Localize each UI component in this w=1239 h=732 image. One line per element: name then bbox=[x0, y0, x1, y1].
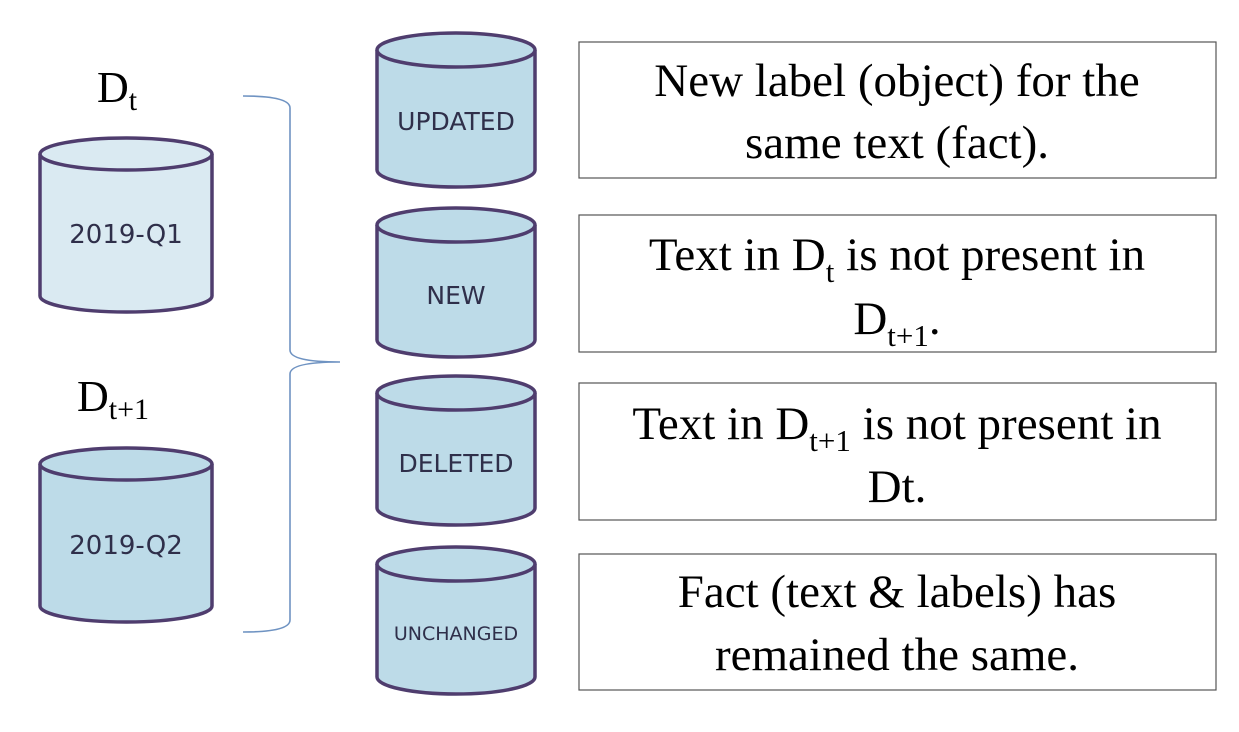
description-line: Fact (text & labels) has bbox=[678, 566, 1117, 618]
description-line: Dt+1. bbox=[853, 293, 940, 353]
category-deleted-label: DELETED bbox=[398, 449, 513, 478]
description-line: remained the same. bbox=[715, 629, 1079, 681]
category-updated-description: New label (object) for the same text (fac… bbox=[654, 55, 1139, 169]
category-updated-label: UPDATED bbox=[397, 107, 515, 136]
category-unchanged-label: UNCHANGED bbox=[394, 623, 518, 645]
database-icon bbox=[375, 545, 537, 696]
source-dt1: Dt+1 2019-Q2 bbox=[38, 372, 214, 624]
description-box bbox=[578, 214, 1217, 353]
description-line: Text in Dt+1 is not present in bbox=[632, 398, 1161, 458]
description-line: New label (object) for the bbox=[654, 55, 1139, 107]
description-box bbox=[578, 553, 1217, 691]
description-line: Text in Dt is not present in bbox=[649, 229, 1145, 289]
brace-connector bbox=[242, 95, 341, 633]
description-line: Dt. bbox=[868, 461, 927, 513]
source-dt-heading: Dt bbox=[97, 63, 138, 117]
description-line: same text (fact). bbox=[745, 117, 1049, 169]
source-dt1-heading: Dt+1 bbox=[77, 372, 149, 426]
database-icon bbox=[38, 136, 214, 314]
database-icon bbox=[375, 374, 537, 527]
description-box bbox=[578, 382, 1217, 521]
category-new-label: NEW bbox=[426, 281, 485, 310]
database-icon bbox=[375, 31, 537, 189]
source-dt-label: 2019-Q1 bbox=[69, 220, 183, 250]
description-box bbox=[578, 41, 1217, 179]
source-dt1-label: 2019-Q2 bbox=[69, 531, 183, 561]
category-unchanged-description: Fact (text & labels) has remained the sam… bbox=[678, 566, 1117, 681]
category-unchanged: UNCHANGED Fact (text & labels) has remain… bbox=[375, 545, 1217, 696]
source-dt: Dt 2019-Q1 bbox=[38, 63, 214, 314]
category-updated: UPDATED New label (object) for the same t… bbox=[375, 31, 1217, 189]
database-icon bbox=[375, 206, 537, 359]
database-icon bbox=[38, 446, 214, 624]
